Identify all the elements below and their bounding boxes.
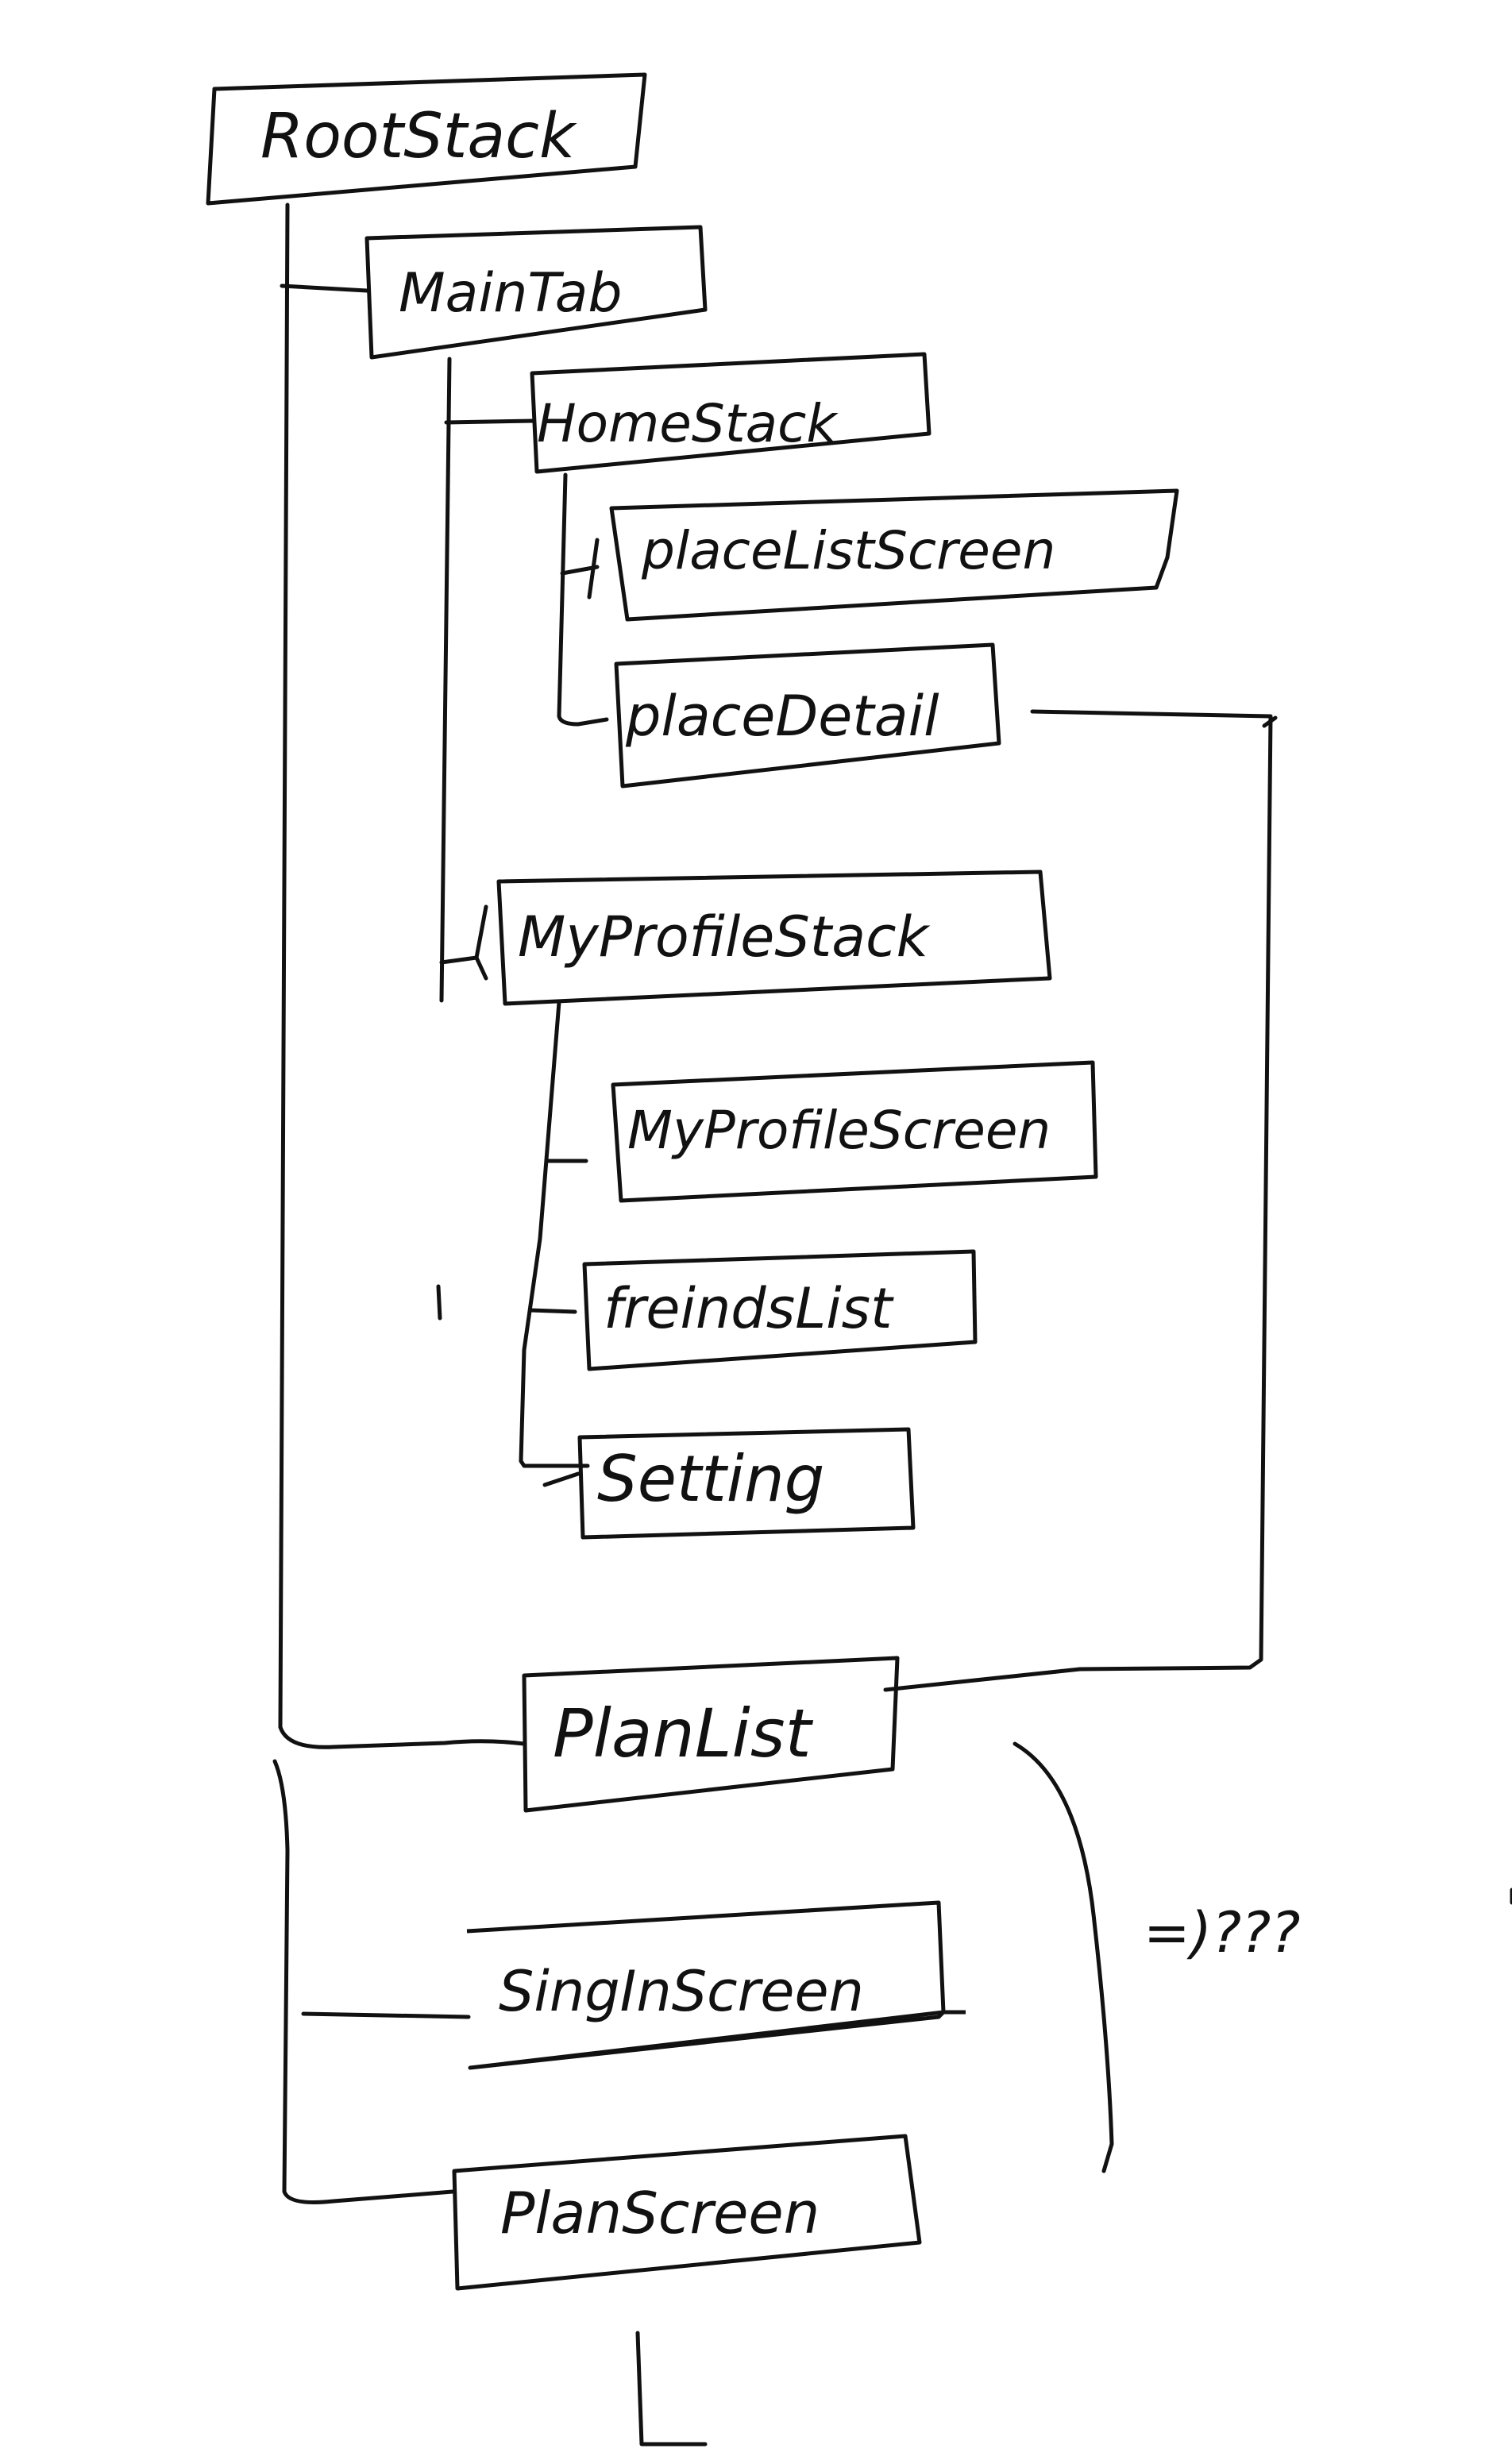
stray-mark-1 <box>436 1284 442 1321</box>
label-plan-list: PlanList <box>553 1695 814 1772</box>
node-labels: RootStack MainTab HomeStack placeListScr… <box>260 101 1055 2246</box>
connector-root-to-planlist <box>278 1725 526 1749</box>
connector-maintab-trunk <box>439 357 452 1003</box>
label-home-stack: HomeStack <box>537 393 839 454</box>
label-friends-list: freindsList <box>604 1276 894 1341</box>
connector-profile-to-setting <box>542 1471 580 1487</box>
label-main-tab: MainTab <box>399 262 623 325</box>
box-setting <box>577 1427 916 1540</box>
box-my-profile-screen <box>611 1060 1098 1203</box>
box-root-stack <box>206 72 647 206</box>
connector-maintab-to-myprofilestack <box>439 904 488 981</box>
box-sign-in-screen <box>466 1900 966 2070</box>
label-my-profile-stack: MyProfileStack <box>518 904 931 970</box>
connector-maintab-to-homestack <box>444 418 536 425</box>
annotation-question: =)??? <box>1144 1900 1300 1965</box>
connectors <box>272 202 1512 2447</box>
box-home-stack <box>530 352 932 474</box>
connector-myprofilestack-trunk <box>519 1000 590 1468</box>
box-friends-list <box>582 1249 978 1371</box>
box-my-profile-stack <box>496 870 1052 1006</box>
connector-root-to-signin <box>301 2011 471 2019</box>
box-place-detail <box>614 642 1001 789</box>
label-my-profile-screen: MyProfileScreen <box>627 1100 1051 1161</box>
connector-root-trunk <box>278 202 290 1729</box>
label-setting: Setting <box>597 1442 824 1516</box>
connector-planscreen-tail <box>635 2331 708 2447</box>
connector-placedetail-to-planlist <box>883 709 1273 1692</box>
label-root-stack: RootStack <box>260 101 577 172</box>
connector-profile-to-friends <box>528 1308 577 1314</box>
connector-homestack-trunk <box>557 472 609 727</box>
label-place-detail: placeDetail <box>625 684 939 749</box>
label-place-list-screen: placeListScreen <box>641 520 1055 581</box>
box-main-tab <box>364 225 708 360</box>
connector-link-arrow <box>1262 715 1278 728</box>
node-boxes <box>206 72 1179 2291</box>
label-sign-in-screen: SingInScreen <box>499 1959 864 2024</box>
connector-homestack-to-placelist <box>560 538 600 600</box>
connector-root-lower-trunk <box>272 1759 455 2204</box>
question-bracket <box>1012 1741 1114 2173</box>
box-plan-list <box>522 1656 900 1813</box>
connector-root-to-maintab <box>280 283 369 293</box>
box-plan-screen <box>452 2134 922 2291</box>
label-plan-screen: PlanScreen <box>500 2180 820 2246</box>
box-place-list-screen <box>609 488 1179 622</box>
